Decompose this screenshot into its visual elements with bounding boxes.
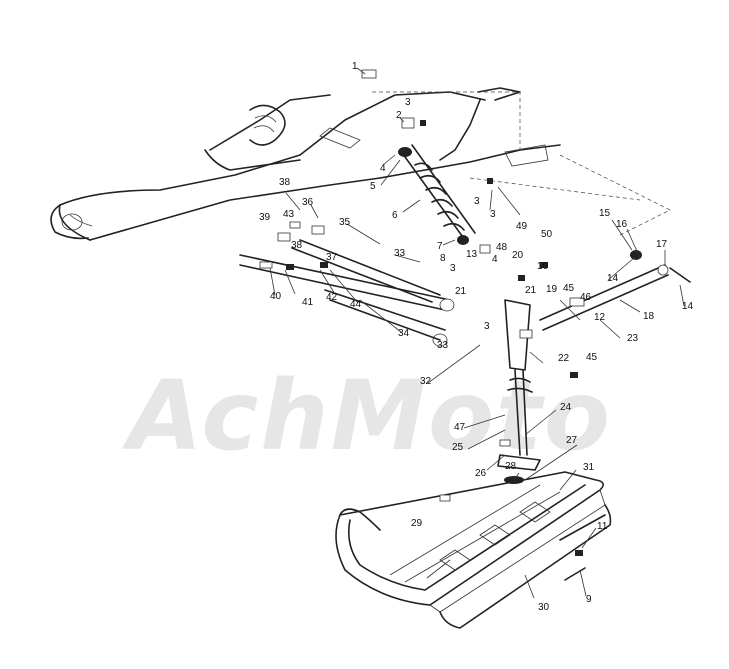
callout-12: 12: [594, 312, 606, 323]
callout-4: 4: [492, 254, 498, 265]
callout-27: 27: [566, 435, 578, 446]
callout-22: 22: [558, 353, 570, 364]
callout-36: 36: [302, 197, 314, 208]
callout-33: 33: [394, 248, 406, 259]
tie-rod: [539, 250, 691, 331]
callout-32: 32: [420, 376, 432, 387]
callout-14: 14: [607, 273, 619, 284]
leader-lines: [269, 67, 685, 599]
callout-48: 48: [496, 242, 508, 253]
spindle-assembly: [497, 299, 541, 471]
callout-3: 3: [484, 321, 490, 332]
callout-20: 20: [512, 250, 524, 261]
callout-41: 41: [302, 297, 314, 308]
front-nose: [50, 204, 89, 240]
callout-45: 45: [563, 283, 575, 294]
callout-38: 38: [291, 240, 303, 251]
callout-40: 40: [270, 291, 282, 302]
callout-35: 35: [339, 217, 351, 228]
callout-14: 14: [682, 301, 694, 312]
watermark-logo: AchMoto: [128, 360, 612, 472]
callout-24: 24: [560, 402, 572, 413]
callout-3: 3: [490, 209, 496, 220]
callout-42: 42: [326, 292, 338, 303]
chassis-frame: [58, 87, 671, 241]
callout-29: 29: [411, 518, 423, 529]
callout-3: 3: [474, 196, 480, 207]
callout-25: 25: [452, 442, 464, 453]
callout-21: 21: [525, 285, 537, 296]
callout-34: 34: [398, 328, 410, 339]
callout-1: 1: [352, 61, 358, 72]
callout-10: 10: [537, 261, 549, 272]
callout-8: 8: [440, 253, 446, 264]
callout-28: 28: [505, 461, 517, 472]
callout-7: 7: [437, 241, 443, 252]
callout-9: 9: [586, 594, 592, 605]
callout-19: 19: [546, 284, 558, 295]
callout-46: 46: [580, 292, 592, 303]
callout-49: 49: [516, 221, 528, 232]
callout-43: 43: [283, 209, 295, 220]
radius-rod: [239, 239, 455, 347]
callout-31: 31: [583, 462, 595, 473]
callout-16: 16: [616, 219, 628, 230]
callout-44: 44: [350, 299, 362, 310]
callout-4: 4: [380, 163, 386, 174]
callout-50: 50: [541, 229, 553, 240]
callout-38: 38: [279, 177, 291, 188]
hardware-parts: [259, 69, 585, 556]
callout-47: 47: [454, 422, 466, 433]
shock-absorber: [398, 144, 476, 245]
callout-30: 30: [538, 602, 550, 613]
callout-5: 5: [370, 181, 376, 192]
callout-11: 11: [597, 521, 608, 532]
callout-37: 37: [326, 252, 338, 263]
callout-39: 39: [259, 212, 271, 223]
callout-13: 13: [466, 249, 478, 260]
callout-21: 21: [455, 286, 467, 297]
callout-3: 3: [405, 97, 411, 108]
callout-3: 3: [450, 263, 456, 274]
ski: [335, 471, 612, 629]
callout-33: 33: [437, 340, 449, 351]
callout-18: 18: [643, 311, 655, 322]
callout-6: 6: [392, 210, 398, 221]
callout-2: 2: [396, 110, 402, 121]
callout-15: 15: [599, 208, 611, 219]
callout-17: 17: [656, 239, 668, 250]
callout-23: 23: [627, 333, 639, 344]
callout-26: 26: [475, 468, 487, 479]
callout-45: 45: [586, 352, 598, 363]
